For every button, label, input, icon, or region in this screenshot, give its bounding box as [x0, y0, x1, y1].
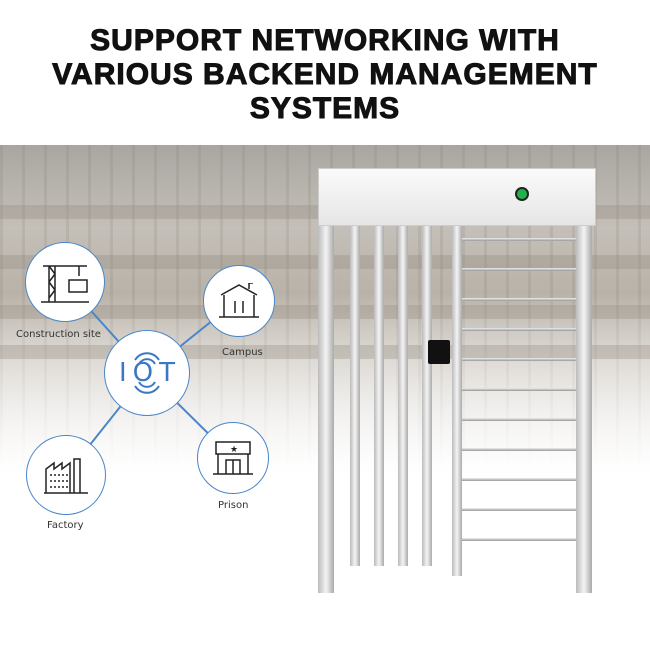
card-reader-icon	[428, 340, 450, 364]
headline-line-3: SYSTEMS	[249, 92, 401, 126]
iot-label: IOT	[118, 358, 181, 388]
headline-line-1: SUPPORT NETWORKING WITH	[90, 24, 560, 58]
prison-label: Prison	[218, 500, 249, 511]
direction-indicator-icon	[515, 187, 529, 201]
campus-node	[203, 265, 275, 337]
prison-node: ★	[197, 422, 269, 494]
campus-label: Campus	[222, 347, 263, 358]
crane-icon	[41, 265, 89, 303]
svg-text:★: ★	[230, 445, 238, 455]
factory-icon	[44, 458, 88, 494]
construction-site-node	[25, 242, 105, 322]
turnstile-top-cover	[318, 168, 596, 226]
school-building-icon	[219, 283, 259, 318]
iot-hub-node: IOT	[104, 330, 190, 416]
prison-building-icon: ★	[213, 441, 253, 475]
iot-wireless-icon	[134, 352, 160, 394]
factory-node	[26, 435, 106, 515]
full-height-turnstile	[318, 168, 596, 593]
construction-site-label: Construction site	[16, 329, 101, 340]
headline: SUPPORT NETWORKING WITH VARIOUS BACKEND …	[0, 24, 650, 126]
factory-label: Factory	[47, 520, 84, 531]
headline-line-2: VARIOUS BACKEND MANAGEMENT	[52, 58, 598, 92]
